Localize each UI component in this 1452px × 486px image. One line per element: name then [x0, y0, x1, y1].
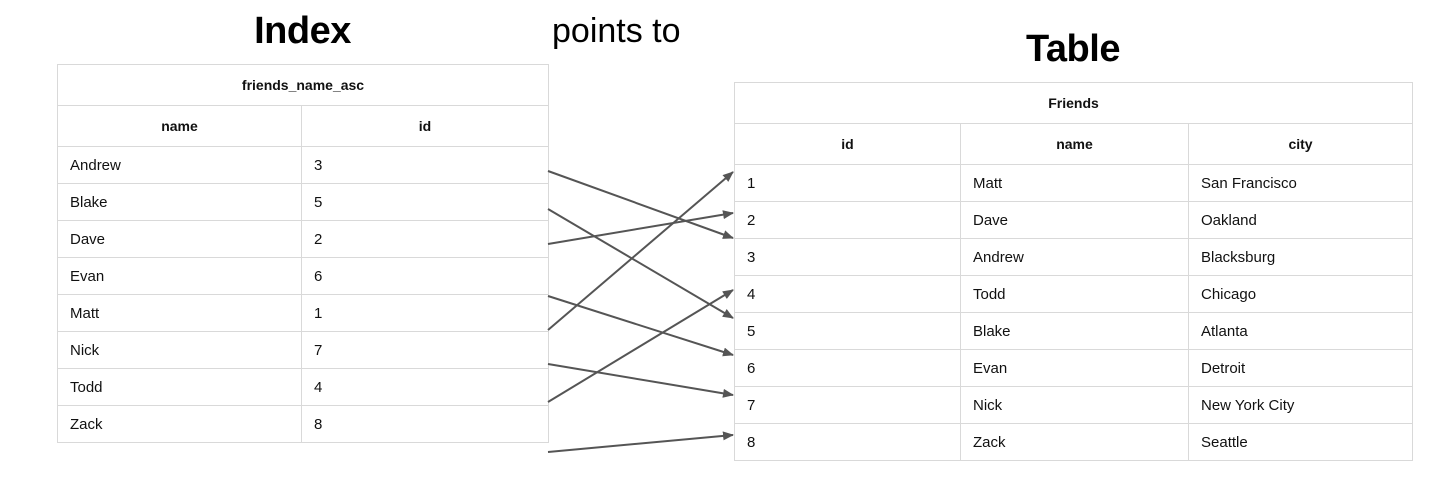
- friends-col-header-name: name: [960, 123, 1189, 165]
- index-cell-name: Evan: [57, 257, 302, 295]
- index-cell-name: Matt: [57, 294, 302, 332]
- friends-cell-city: San Francisco: [1187, 164, 1414, 202]
- friends-cell-city: New York City: [1187, 386, 1414, 424]
- friends-cell-name: Nick: [960, 386, 1189, 424]
- friends-cell-id: 6: [734, 349, 961, 387]
- index-cell-id: 6: [301, 257, 549, 295]
- pointer-arrow-todd-to-id-4: [547, 289, 734, 403]
- friends-cell-city: Seattle: [1187, 423, 1414, 461]
- pointer-arrow-andrew-to-id-3: [547, 170, 734, 239]
- pointer-arrow-zack-to-id-8: [547, 431, 734, 453]
- table-title: Table: [1026, 28, 1120, 70]
- friends-cell-name: Matt: [960, 164, 1189, 202]
- friends-cell-name: Dave: [960, 201, 1189, 239]
- friends-cell-city: Chicago: [1187, 275, 1414, 313]
- friends-cell-name: Evan: [960, 349, 1189, 387]
- index-table-name-row: friends_name_asc: [57, 64, 549, 106]
- friends-cell-name: Blake: [960, 312, 1189, 350]
- index-cell-id: 1: [301, 294, 549, 332]
- friends-cell-id: 7: [734, 386, 961, 424]
- index-cell-name: Nick: [57, 331, 302, 369]
- friends-table-name: Friends: [733, 82, 1414, 124]
- pointer-arrow-matt-to-id-1: [547, 171, 734, 331]
- friends-cell-id: 3: [734, 238, 961, 276]
- index-cell-name: Blake: [57, 183, 302, 221]
- index-cell-id: 7: [301, 331, 549, 369]
- friends-cell-id: 4: [734, 275, 961, 313]
- index-cell-id: 5: [301, 183, 549, 221]
- index-table-name: friends_name_asc: [57, 64, 549, 106]
- friends-cell-id: 5: [734, 312, 961, 350]
- index-cell-name: Dave: [57, 220, 302, 258]
- index-title: Index: [254, 10, 351, 52]
- friends-col-header-id: id: [734, 123, 961, 165]
- friends-col-header-city: city: [1187, 123, 1414, 165]
- friends-cell-city: Oakland: [1187, 201, 1414, 239]
- index-cell-name: Todd: [57, 368, 302, 406]
- friends-cell-name: Andrew: [960, 238, 1189, 276]
- pointer-arrow-evan-to-id-6: [547, 295, 734, 357]
- friends-cell-name: Zack: [960, 423, 1189, 461]
- friends-cell-city: Detroit: [1187, 349, 1414, 387]
- pointer-arrow-blake-to-id-5: [547, 208, 734, 319]
- index-cell-id: 4: [301, 368, 549, 406]
- friends-table-name-row: Friends: [733, 82, 1414, 124]
- index-cell-id: 2: [301, 220, 549, 258]
- points-to-label: points to: [552, 12, 681, 50]
- friends-cell-id: 2: [734, 201, 961, 239]
- index-cell-id: 8: [301, 405, 549, 443]
- index-cell-name: Zack: [57, 405, 302, 443]
- index-cell-id: 3: [301, 146, 549, 184]
- friends-cell-city: Blacksburg: [1187, 238, 1414, 276]
- pointer-arrow-dave-to-id-2: [547, 210, 734, 245]
- index-col-header-name: name: [57, 105, 302, 147]
- friends-cell-name: Todd: [960, 275, 1189, 313]
- friends-cell-city: Atlanta: [1187, 312, 1414, 350]
- index-cell-name: Andrew: [57, 146, 302, 184]
- friends-cell-id: 8: [734, 423, 961, 461]
- friends-cell-id: 1: [734, 164, 961, 202]
- index-col-header-id: id: [301, 105, 549, 147]
- pointer-arrow-nick-to-id-7: [547, 363, 734, 398]
